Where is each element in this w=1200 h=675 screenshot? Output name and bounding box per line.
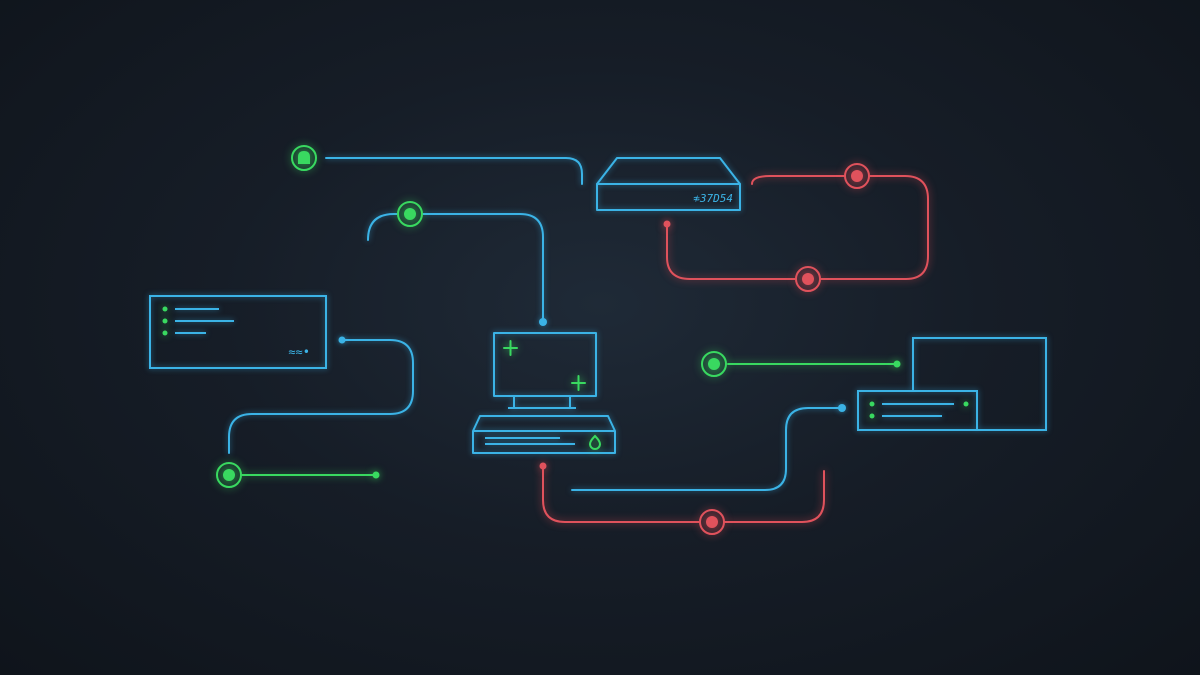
link-computer-to-right-panel bbox=[571, 407, 843, 491]
link-computer-bottom-loop-b bbox=[724, 470, 825, 523]
drop-icon bbox=[588, 434, 602, 450]
computer-monitor bbox=[493, 332, 597, 397]
device-right-panels[interactable] bbox=[857, 337, 1047, 431]
node-red-bottom[interactable] bbox=[699, 509, 725, 535]
endpoint-dot bbox=[338, 336, 346, 344]
link-computer-bottom-loop bbox=[542, 467, 700, 523]
endpoint-dot bbox=[893, 360, 901, 368]
device-left-panel[interactable] bbox=[149, 295, 327, 369]
endpoint-dot bbox=[372, 471, 380, 479]
node-red-mid[interactable] bbox=[795, 266, 821, 292]
link-lock-node-to-top-box bbox=[325, 157, 583, 185]
node-lock[interactable] bbox=[291, 145, 317, 171]
left-panel-status-dots bbox=[162, 306, 168, 336]
endpoint-dot bbox=[539, 462, 547, 470]
link-upper-node-to-computer-b bbox=[422, 213, 544, 319]
left-panel-footer: ≈≈• bbox=[288, 345, 310, 359]
link-upper-node-to-computer bbox=[367, 213, 399, 241]
node-red-top[interactable] bbox=[844, 163, 870, 189]
device-top-box[interactable] bbox=[596, 157, 741, 211]
node-lower-left[interactable] bbox=[216, 462, 242, 488]
endpoint-dot bbox=[838, 404, 846, 412]
plus-icon bbox=[503, 340, 518, 356]
node-right[interactable] bbox=[701, 351, 727, 377]
computer-base bbox=[472, 415, 616, 454]
link-top-box-loop-c bbox=[751, 175, 845, 185]
link-top-box-loop-b bbox=[820, 175, 929, 280]
link-top-box-loop bbox=[666, 223, 796, 280]
plus-icon bbox=[571, 375, 586, 391]
node-upper[interactable] bbox=[397, 201, 423, 227]
link-left-panel-to-node bbox=[228, 339, 414, 454]
right-panel-front bbox=[857, 390, 978, 431]
right-panel-status-dots bbox=[869, 401, 969, 419]
right-panel-back bbox=[912, 337, 1047, 431]
device-computer[interactable] bbox=[472, 332, 616, 454]
endpoint-dot bbox=[539, 318, 547, 326]
lock-icon bbox=[298, 151, 310, 164]
endpoint-dot bbox=[663, 220, 671, 228]
top-box-label: ≉37D54 bbox=[693, 192, 733, 205]
